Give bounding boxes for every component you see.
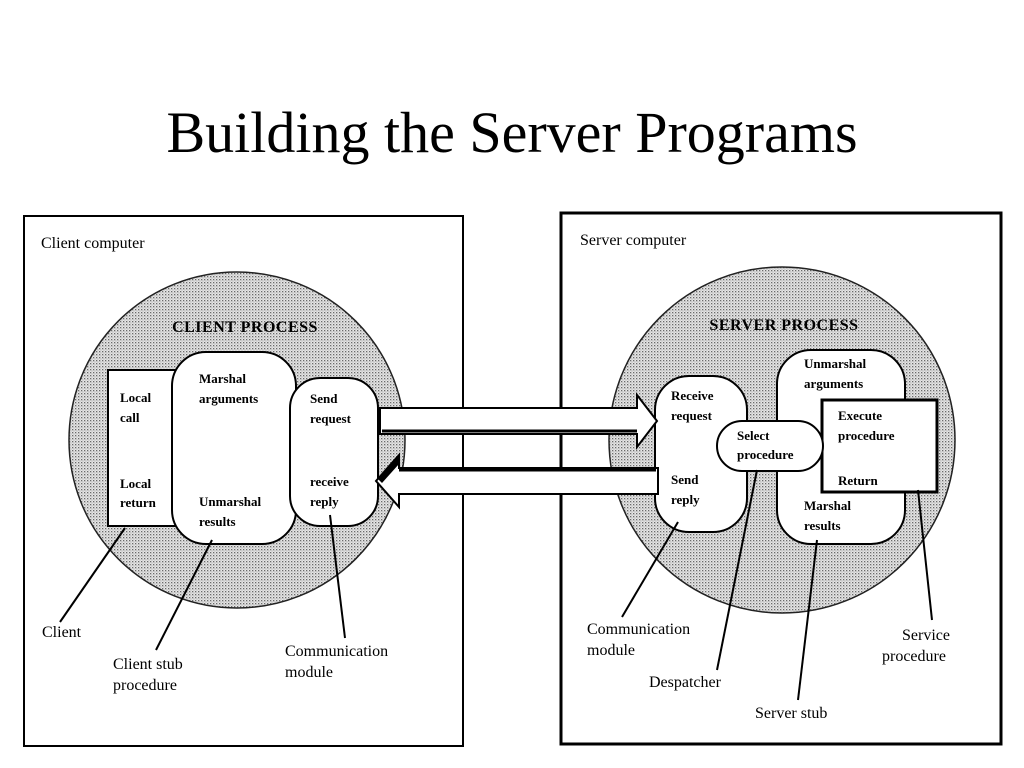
send-reply-label: Send reply [671,472,702,507]
client-computer-label: Client computer [41,235,145,252]
send-request-label: Send request [310,391,352,426]
execute-procedure-label: Execute procedure [838,408,895,443]
slide-title: Building the Server Programs [166,100,858,165]
server-comm-callout: Communication module [587,621,694,659]
server-stub-callout: Server stub [755,705,827,722]
select-procedure-label: Select procedure [737,428,794,462]
service-procedure-callout: Service procedure [882,627,954,665]
request-arrow [379,392,659,450]
unmarshal-arguments-label: Unmarshal arguments [804,356,869,391]
service-procedure-box [820,398,939,494]
marshal-arguments-label: Marshal arguments [199,371,258,406]
local-call-label: Local call [120,390,154,425]
client-comm-box [289,377,379,527]
callout-lines [59,469,933,701]
local-return-label: Local return [120,476,157,510]
return-label: Return [838,473,878,488]
client-stub-callout: Client stub procedure [113,656,187,694]
marshal-results-label: Marshal results [804,498,854,533]
server-computer-label: Server computer [580,232,687,249]
client-callout: Client [42,624,82,641]
despatcher-callout: Despatcher [649,674,722,691]
client-comm-callout: Communication module [285,643,392,681]
receive-request-label: Receive request [671,388,717,423]
client-process-label: CLIENT PROCESS [172,319,318,336]
unmarshal-results-label: Unmarshal results [199,494,264,529]
reply-arrow [374,452,659,510]
despatcher-box [716,420,824,472]
server-process-label: SERVER PROCESS [709,317,858,334]
reply-arrow-head-shade [378,455,399,483]
receive-reply-label: receive reply [310,474,352,509]
